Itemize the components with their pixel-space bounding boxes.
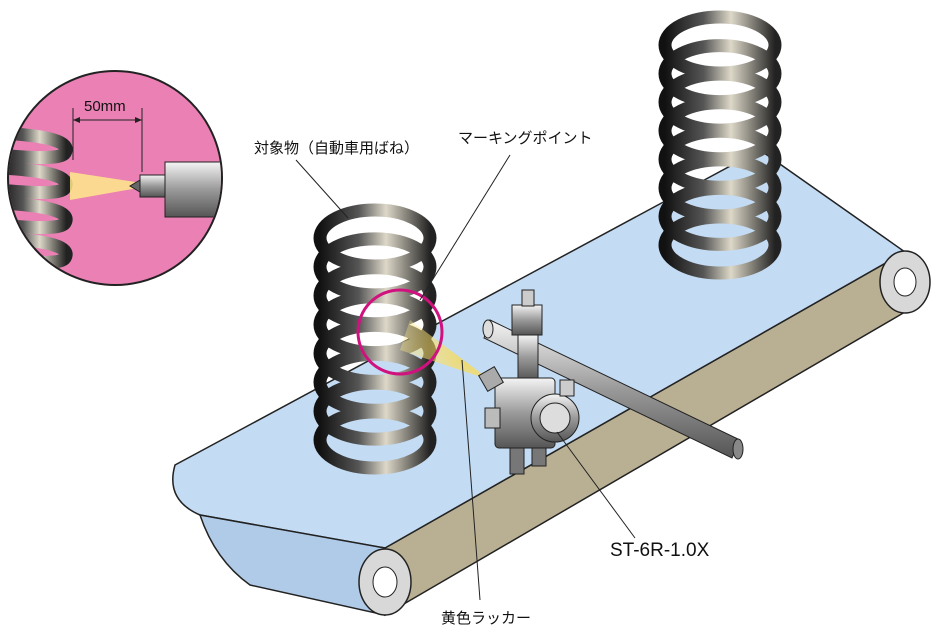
spring-coil — [313, 203, 437, 273]
spring-coil — [313, 232, 437, 302]
leader-lines — [295, 154, 636, 601]
inset-spring-coil — [9, 126, 73, 165]
model-label: ST-6R-1.0X — [610, 540, 710, 561]
spring-coil — [658, 39, 782, 109]
inset-detail — [7, 70, 223, 286]
spray-cone — [400, 320, 490, 380]
inset-spring-coil — [9, 161, 73, 200]
spray-nozzle-st6r — [478, 366, 580, 475]
spring-right — [658, 10, 782, 280]
distance-label: 50mm — [84, 98, 126, 115]
inset-spring-coil — [9, 196, 73, 235]
marking-point-label: マーキングポイント — [458, 130, 593, 147]
lacquer-label: 黄色ラッカー — [441, 610, 532, 627]
marking-point-circle — [356, 288, 444, 376]
spring-coil — [658, 10, 782, 80]
target-label: 対象物（自動車用ばね） — [254, 140, 420, 157]
inset-spring-coil — [9, 231, 73, 270]
